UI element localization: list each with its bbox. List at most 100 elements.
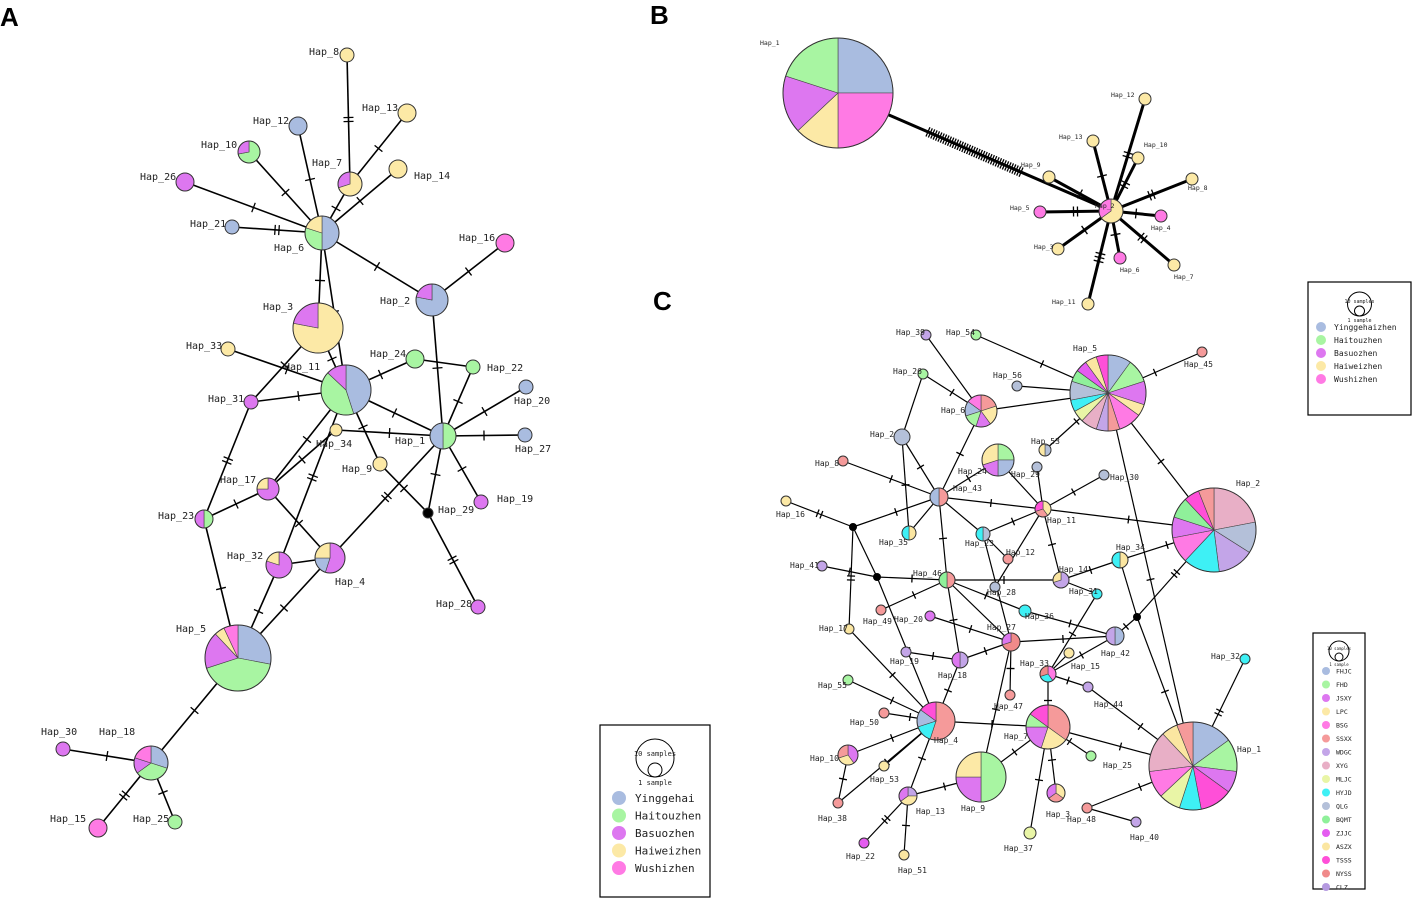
panel-a-edge-h24-h22 xyxy=(414,358,474,368)
scale-circle-small xyxy=(1334,652,1344,662)
panel-c-node-hap-4 xyxy=(916,701,956,741)
scale-label-small: 1 sample xyxy=(638,779,672,787)
legend-label-jsxy: JSXY xyxy=(1336,694,1352,702)
panel-a-node-hap-27-slice xyxy=(517,427,533,443)
legend-label-fhd: FHD xyxy=(1336,681,1348,689)
panel-b-edge-h1-h2-mutation-tick xyxy=(944,135,950,145)
panel-c-median-vector xyxy=(849,523,857,531)
panel-b-edge-h1-h2-mutation-tick xyxy=(965,144,972,155)
panel-a-node-hap-24-slice xyxy=(405,349,425,369)
panel-c-node-hap-34-slice xyxy=(1119,551,1129,569)
panel-c-node-hap-35 xyxy=(901,525,917,541)
panel-a-node-hap-28-label: Hap_28 xyxy=(436,599,472,610)
panel-c-edge-h50-h4-mutation-tick xyxy=(908,712,912,722)
panel-b-edge-h1-h2-mutation-tick xyxy=(968,145,974,156)
legend-swatch-basuozhen xyxy=(612,826,626,840)
panel-c-edge-h13-h22 xyxy=(863,795,909,844)
panel-b-node-hap-13-label: Hap_13 xyxy=(1059,133,1083,141)
panel-a-node-hap-30 xyxy=(55,741,71,757)
panel-c-edge-m3-h1-mutation-tick xyxy=(1161,689,1169,694)
panel-c-edge-h13-h22-mutation-tick xyxy=(881,817,888,825)
panel-b-node-hap-10 xyxy=(1131,151,1145,165)
panel-c-node-hap-10-label: Hap_10 xyxy=(810,754,839,763)
panel-a-node-hap-21 xyxy=(224,219,240,235)
panel-b-node-hap-2-outline xyxy=(1098,198,1124,224)
panel-a-node-hap-8 xyxy=(339,47,355,63)
legend-swatch-haitouzhen xyxy=(612,808,626,823)
panel-b-edge-h7-h2 xyxy=(1110,209,1175,267)
panel-c-node-hap-4-label: Hap_4 xyxy=(934,736,958,745)
panel-c-edge-h27-h46 xyxy=(946,579,1012,643)
panel-b-edge-h1-h2-mutation-tick xyxy=(946,136,953,147)
panel-c-edge-h16-m1 xyxy=(785,500,854,528)
legend-swatch-wushizhen xyxy=(1316,374,1326,384)
panel-a-node-hap-4 xyxy=(314,542,346,574)
legend-label-bsg: BSG xyxy=(1336,721,1348,729)
panel-c-node-hap-43-slice xyxy=(929,487,940,507)
panel-b-edge-h1-h2-mutation-tick xyxy=(1006,162,1012,172)
panel-c-node-hap-14-label: Hap_14 xyxy=(1059,565,1088,574)
panel-c-node-hap-45-label: Hap_45 xyxy=(1184,360,1213,369)
panel-a-edge-h3-h11-mutation-tick xyxy=(327,356,337,362)
panel-a-node-hap-24 xyxy=(405,349,425,369)
panel-c-node-hap-12-label: Hap_12 xyxy=(1006,548,1035,557)
panel-a-edge-h9-h29-mutation-tick xyxy=(399,484,409,493)
panel-c-edge-h55-h4-mutation-tick xyxy=(889,696,895,705)
panel-b-edge-h1-h2-mutation-tick xyxy=(958,141,964,152)
panel-c-node-hap-23 xyxy=(975,526,991,542)
legend-swatch-nyss xyxy=(1322,869,1330,878)
panel-c-node-hap-41-slice xyxy=(816,560,828,572)
panel-c-node-hap-15-slice xyxy=(1063,647,1075,659)
panel-a-node-hap-30-slice xyxy=(55,741,71,757)
panel-a-node-hap-23-outline xyxy=(194,509,214,529)
panel-c-node-hap-55 xyxy=(842,674,854,686)
panel-c-edge-h31-h33-mutation-tick xyxy=(1068,631,1077,637)
panel-c-node-hap-53-label: Hap_53 xyxy=(870,775,899,784)
panel-a-node-hap-13 xyxy=(397,103,417,123)
panel-c-node-hap-5 xyxy=(1069,354,1147,432)
panel-b-node-hap-6-slice xyxy=(1113,251,1127,265)
legend-label-wushizhen: Wushizhen xyxy=(635,862,695,875)
panel-c-node-hap-2 xyxy=(893,428,911,446)
panel-c-node-hap-56-slice xyxy=(1011,380,1023,392)
panel-c-node-hap-38-slice xyxy=(832,797,844,809)
panel-c-node-hap-20-label: Hap_20 xyxy=(894,615,923,624)
panel-c-node-hap-48-slice xyxy=(1081,802,1093,814)
panel-c-node-hap-39 xyxy=(920,329,932,341)
panel-c-node-hap-13 xyxy=(898,786,918,806)
panel-c-node-hap-13-outline xyxy=(898,786,918,806)
panel-c-edge-h24-h43-mutation-tick xyxy=(965,474,972,483)
panel-a-node-hap-1-slice xyxy=(442,422,457,450)
panel-c-node-hap-36 xyxy=(1018,604,1032,618)
panel-c-node-hap-3-label: Hap_3 xyxy=(1046,810,1070,819)
panel-a-node-hap-31-slice xyxy=(243,394,259,410)
panel-c-node-hap-54-label: Hap_54 xyxy=(946,328,975,337)
panel-c-edge-h5-h2b-mutation-tick xyxy=(1157,458,1165,465)
panel-letter-a: A xyxy=(0,2,19,32)
panel-c-node-hap-36-label: Hap_36 xyxy=(1025,612,1054,621)
panel-c-node-hap-35-label: Hap_35 xyxy=(879,538,908,547)
panel-c-node-hap-46-label: Hap_46 xyxy=(913,569,942,578)
panel-a-node-hap-15-label: Hap_15 xyxy=(50,814,86,825)
panel-c-node-hap-32-slice xyxy=(1239,653,1251,665)
legend-label-bqmt: BQMT xyxy=(1336,816,1352,824)
panel-c-node-hap-44-slice xyxy=(1082,681,1094,693)
panel-a-node-hap-19 xyxy=(473,494,489,510)
panel-b-edge-h1-h2-mutation-tick xyxy=(1004,161,1010,171)
panel-a-node-hap-5-slice xyxy=(237,624,272,665)
panel-a-edge-h32-h5-mutation-tick xyxy=(253,608,264,615)
panel-c-node-hap-28-slice xyxy=(989,581,1001,593)
panel-b-node-hap-6-label: Hap_6 xyxy=(1120,266,1140,274)
panel-a-node-hap-27-label: Hap_27 xyxy=(515,444,551,455)
panel-c-node-hap-6-outline xyxy=(964,394,998,428)
legend-label-haitouzhen: Haitouzhen xyxy=(635,809,701,822)
panel-c-edge-h46-h43-mutation-tick xyxy=(938,537,948,540)
panel-c-node-hap-41 xyxy=(816,560,828,572)
panel-a-edge-h23-h5-mutation-tick xyxy=(215,586,227,591)
panel-b-node-hap-11 xyxy=(1081,297,1095,311)
panel-b-node-hap-10-slice xyxy=(1131,151,1145,165)
panel-b-edge-h12-h2-mutation-tick xyxy=(1123,151,1134,156)
panel-c-node-hap-29-label: Hap_29 xyxy=(1011,470,1040,479)
panel-c-edge-h17-h4-mutation-tick xyxy=(889,671,896,679)
